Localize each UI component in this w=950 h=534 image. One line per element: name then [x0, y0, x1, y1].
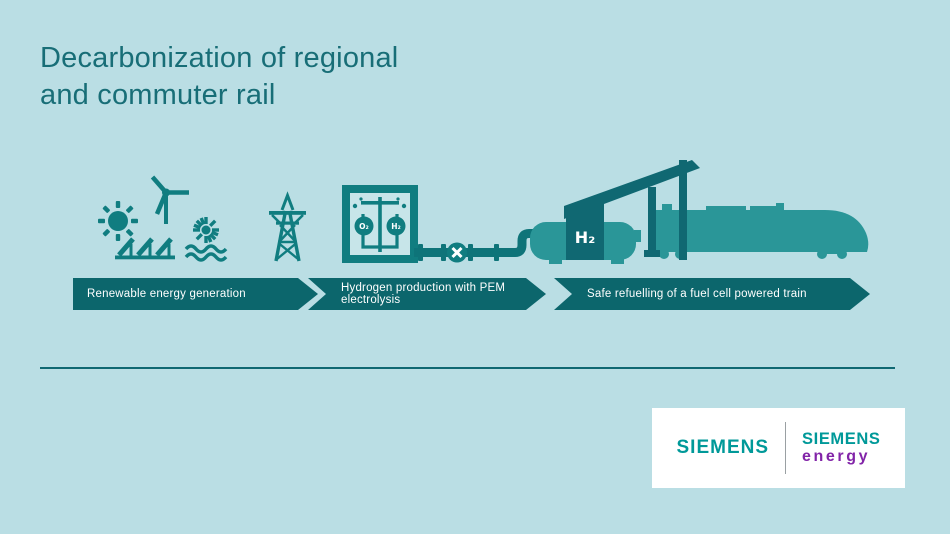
process-illustration: O₂ H₂	[98, 160, 869, 264]
hydrogen-label: H₂	[391, 222, 401, 231]
siemens-energy-logo-top: SIEMENS	[802, 430, 881, 449]
page-title: Decarbonization of regional and commuter…	[40, 40, 398, 114]
logo-divider	[785, 422, 787, 474]
sun-icon	[98, 201, 138, 241]
logo-panel: SIEMENS SIEMENS energy	[652, 408, 905, 488]
hydro-turbine-icon	[184, 217, 228, 262]
siemens-energy-logo-bottom: energy	[802, 447, 871, 465]
transmission-tower-icon	[269, 191, 306, 262]
siemens-energy-logo: SIEMENS energy	[802, 431, 880, 465]
step-banner-renewable-energy: Renewable energy generation	[73, 278, 318, 310]
horizontal-divider	[40, 367, 895, 369]
step-banner-label: Renewable energy generation	[87, 288, 246, 300]
step-banner-hydrogen-production: Hydrogen production with PEM electrolysi…	[308, 278, 546, 310]
refuelling-station-icon: H₂	[564, 160, 700, 260]
step-banner-label: Safe refuelling of a fuel cell powered t…	[587, 288, 807, 300]
solar-panel-icon	[115, 237, 175, 260]
step-banner-label: Hydrogen production with PEM electrolysi…	[341, 282, 506, 306]
siemens-logo: SIEMENS	[676, 437, 770, 458]
pipeline-icon	[414, 229, 539, 263]
step-banner-safe-refuelling: Safe refuelling of a fuel cell powered t…	[554, 278, 870, 310]
electrolysis-cell-icon: O₂ H₂	[342, 185, 418, 263]
valve-icon	[447, 242, 467, 263]
wind-turbine-icon	[150, 175, 189, 224]
fuel-cell-train-icon	[656, 203, 869, 259]
station-hydrogen-label: H₂	[575, 228, 595, 247]
page-title-line1: Decarbonization of regional	[40, 42, 399, 74]
page-title-line2: and commuter rail	[40, 78, 276, 111]
oxygen-label: O₂	[359, 222, 369, 231]
